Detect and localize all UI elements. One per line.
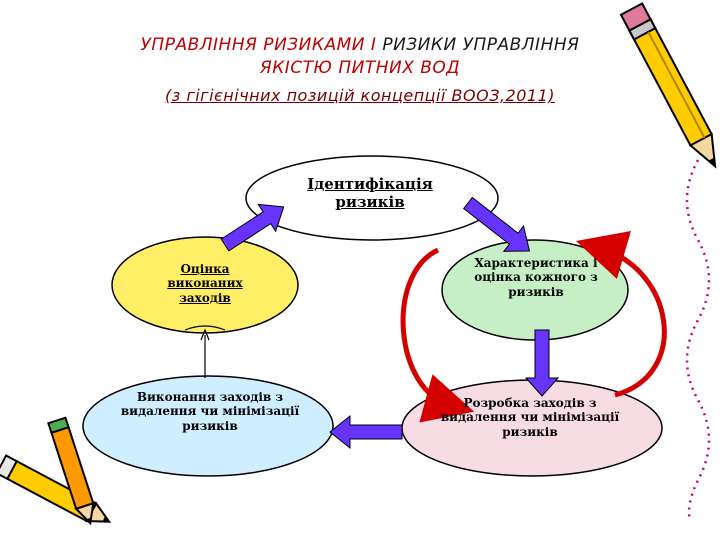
node-identification: Ідентифікація ризиків — [307, 175, 433, 211]
arrow-execution-to-evaluation-head — [184, 325, 226, 331]
arrow-evaluation-to-identification — [220, 203, 285, 252]
node-identification-shape — [245, 155, 499, 241]
subtitle: (з гігієнічних позицій концепції ВООЗ,20… — [164, 86, 555, 105]
node-evaluation: Оцінка виконаних заходів — [167, 262, 243, 305]
title-part-dark: РИЗИКИ УПРАВЛІННЯ — [382, 35, 580, 55]
node-execution: Виконання заходів з видалення чи мініміз… — [120, 390, 300, 433]
decorative-wave — [685, 159, 711, 521]
crayon-icon — [0, 454, 112, 523]
arrow-development-to-execution — [329, 414, 403, 450]
arrow-characteristic-to-development — [524, 329, 560, 397]
node-development: Розробка заходів з видалення чи мініміза… — [440, 396, 620, 439]
crayon-icon — [47, 416, 95, 526]
title-line-1: УПРАВЛІННЯ РИЗИКАМИ І РИЗИКИ УПРАВЛІННЯ — [0, 35, 720, 55]
cycle-arrow-right — [576, 231, 667, 398]
pencil-icon — [619, 2, 717, 169]
cycle-arrow-left — [400, 247, 475, 423]
node-characteristic: Характеристика і оцінка кожного з ризикі… — [474, 256, 598, 299]
node-evaluation-shape — [111, 236, 299, 334]
node-execution-shape — [82, 375, 334, 477]
title-part-red: УПРАВЛІННЯ РИЗИКАМИ І — [140, 35, 377, 55]
title-line-2: ЯКІСТЮ ПИТНИХ ВОД — [259, 58, 461, 78]
arrow-identification-to-characteristic — [462, 196, 531, 252]
